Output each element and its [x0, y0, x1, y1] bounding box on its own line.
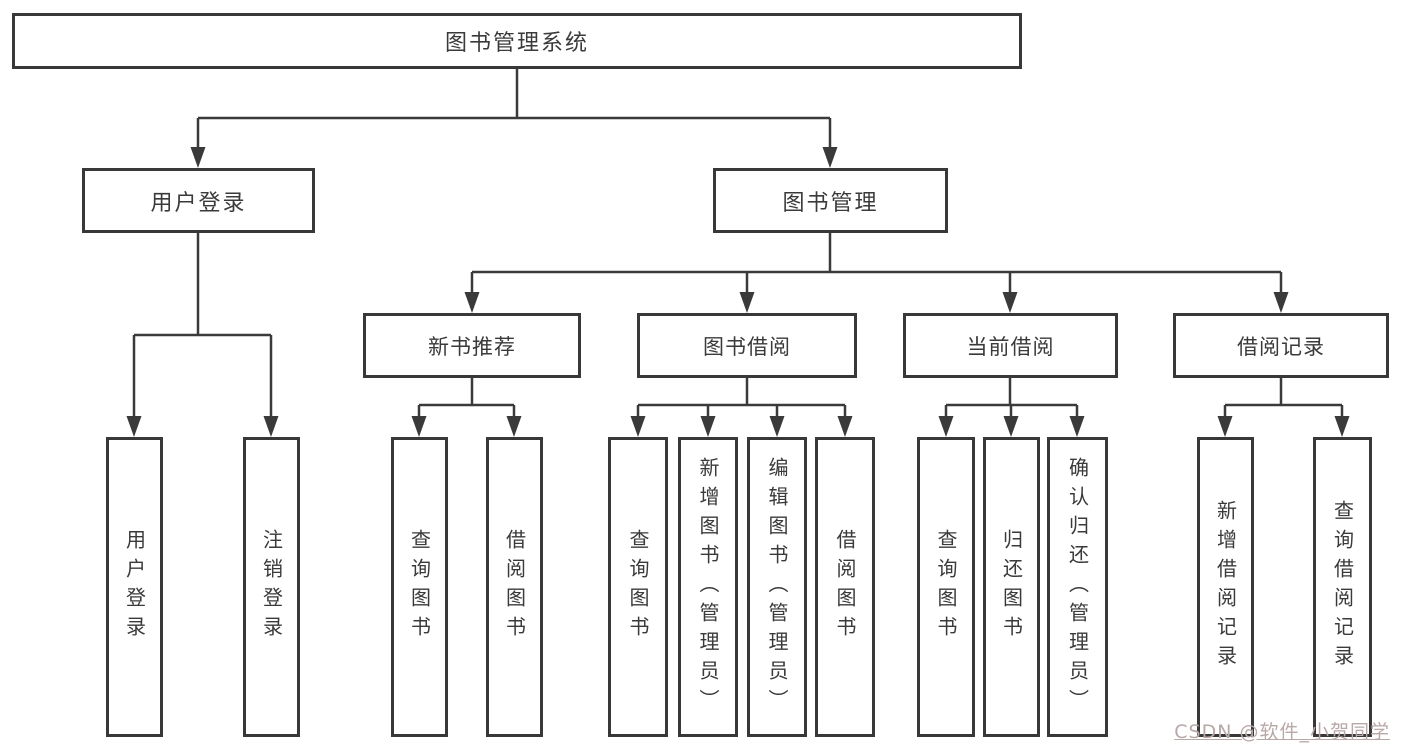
- leaf-borrowing-add-books-admin-label: 新增图书（管理员）: [696, 456, 720, 718]
- leaf-current-query-books-label: 查询图书: [934, 529, 958, 645]
- leaf-records-query-record-label: 查询借阅记录: [1330, 500, 1355, 674]
- node-book-borrowing: 图书借阅: [637, 313, 857, 378]
- leaf-current-confirm-return-admin: 确认归还（管理员）: [1047, 437, 1108, 737]
- leaf-current-query-books: 查询图书: [917, 437, 975, 737]
- leaf-records-add-record-label: 新增借阅记录: [1213, 500, 1238, 674]
- node-system-root: 图书管理系统: [12, 13, 1022, 69]
- leaf-borrowing-add-books-admin: 新增图书（管理员）: [678, 437, 738, 737]
- leaf-borrowing-query-books-label: 查询图书: [626, 529, 650, 645]
- node-new-book-recommend-label: 新书推荐: [428, 334, 516, 359]
- node-current-borrowing-label: 当前借阅: [966, 334, 1055, 359]
- node-borrow-records-label: 借阅记录: [1237, 334, 1325, 359]
- leaf-user-login: 用户登录: [106, 437, 163, 737]
- leaf-records-add-record: 新增借阅记录: [1197, 437, 1254, 737]
- node-borrow-records: 借阅记录: [1173, 313, 1389, 378]
- leaf-records-query-record: 查询借阅记录: [1313, 437, 1372, 737]
- leaf-logout: 注销登录: [243, 437, 300, 737]
- node-user-login-label: 用户登录: [150, 190, 247, 216]
- leaf-current-confirm-return-admin-label: 确认归还（管理员）: [1065, 456, 1090, 718]
- leaf-borrowing-borrow-books: 借阅图书: [815, 437, 875, 737]
- node-book-borrowing-label: 图书借阅: [703, 334, 791, 359]
- leaf-borrowing-edit-books-admin-label: 编辑图书（管理员）: [765, 456, 789, 718]
- leaf-current-return-books-label: 归还图书: [999, 529, 1024, 645]
- node-new-book-recommend: 新书推荐: [363, 313, 581, 378]
- leaf-borrowing-query-books: 查询图书: [608, 437, 668, 737]
- leaf-borrowing-borrow-books-label: 借阅图书: [833, 529, 857, 645]
- node-book-management: 图书管理: [713, 168, 948, 233]
- leaf-user-login-label: 用户登录: [122, 529, 147, 645]
- leaf-newbook-borrow-books-label: 借阅图书: [502, 529, 527, 645]
- leaf-newbook-borrow-books: 借阅图书: [486, 437, 543, 737]
- leaf-logout-label: 注销登录: [259, 529, 284, 645]
- node-system-root-label: 图书管理系统: [444, 31, 589, 56]
- node-current-borrowing: 当前借阅: [903, 313, 1118, 378]
- node-book-management-label: 图书管理: [782, 190, 879, 216]
- leaf-borrowing-edit-books-admin: 编辑图书（管理员）: [747, 437, 807, 737]
- node-user-login: 用户登录: [82, 168, 315, 233]
- leaf-newbook-query-books: 查询图书: [391, 437, 448, 737]
- leaf-current-return-books: 归还图书: [983, 437, 1040, 737]
- csdn-watermark: CSDN @软件_小贺同学: [1174, 721, 1390, 743]
- leaf-newbook-query-books-label: 查询图书: [407, 529, 432, 645]
